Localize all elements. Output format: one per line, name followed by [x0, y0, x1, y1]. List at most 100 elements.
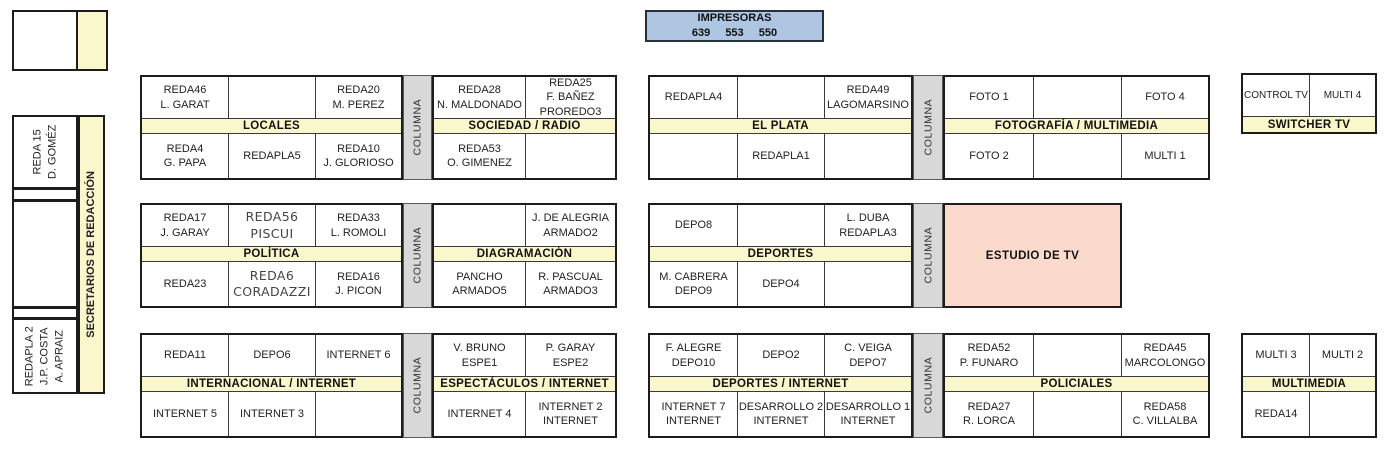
desk-cell: J. DE ALEGRIA ARMADO2: [525, 205, 615, 246]
desk-row: J. DE ALEGRIA ARMADO2: [434, 205, 615, 246]
desk-cell: REDA14: [1254, 407, 1298, 420]
columna-strip-2: COLUMNA: [913, 75, 943, 180]
desk-cell: INTERNET 6: [315, 335, 401, 376]
desk-cell: FOTO 4: [1121, 77, 1208, 118]
desk-row: PANCHO ARMADO5 R. PASCUAL ARMADO3: [434, 262, 615, 306]
desk-reda15-label: REDA 15 D. GOMÉZ: [31, 124, 58, 180]
desk-cell: REDA17 J. GARAY: [160, 212, 210, 239]
desk-cell: P. GARAY ESPE2: [525, 335, 615, 376]
desk-row: REDAPLA1: [650, 134, 911, 178]
desk-cell: MULTI 3: [1255, 349, 1297, 362]
section-band-deportes: DEPORTES: [650, 246, 911, 262]
section-band-internacional-internet: INTERNACIONAL / INTERNET: [142, 376, 401, 392]
desk-row: FOTO 1 FOTO 4: [945, 77, 1208, 118]
section-band-sociedad-radio: SOCIEDAD / RADIO: [434, 118, 615, 134]
columna-label: COLUMNA: [411, 99, 424, 156]
desk-cell: CONTROL TV: [1244, 90, 1308, 101]
desk-cell: REDA6 CORADAZZI: [228, 262, 315, 306]
corner-desk-white: [14, 12, 76, 69]
desk-cell: [737, 205, 824, 246]
desk-cell: INTERNET 7 INTERNET: [661, 400, 726, 427]
desk-cell: FOTO 2: [969, 149, 1009, 162]
desk-cell: [824, 262, 911, 306]
desk-cell: M. CABRERA DEPO9: [659, 270, 728, 297]
desk-cell: DEPO4: [737, 262, 824, 306]
printers-numbers: 639 553 550: [691, 27, 778, 39]
desk-cell: FOTO 1: [969, 91, 1009, 104]
printers-title: IMPRESORAS: [697, 12, 772, 25]
desk-cell: REDAPLA1: [737, 134, 824, 178]
desk-cell: [315, 392, 401, 436]
columna-strip-6: COLUMNA: [913, 333, 943, 438]
desk-cell: [1033, 134, 1121, 178]
desk-row: INTERNET 7 INTERNET DESARROLLO 2 INTERNET…: [650, 392, 911, 436]
left-empty-desk: [12, 200, 78, 308]
desk-cell: [824, 134, 911, 178]
desk-cell: REDA20 M. PEREZ: [315, 77, 401, 118]
desk-cell: L. DUBA REDAPLA3: [824, 205, 911, 246]
desk-cell: INTERNET 2 INTERNET: [525, 392, 615, 436]
section-band-politica: POLÍTICA: [142, 246, 401, 262]
desk-cell: DEPO2: [737, 335, 824, 376]
desk-cell: INTERNET 4: [447, 407, 512, 420]
desk-cell: REDA27 R. LORCA: [963, 400, 1015, 427]
desk-cell: PANCHO ARMADO5: [452, 270, 507, 297]
desk-cell: REDA23: [163, 277, 207, 290]
desk-row: REDA53 O. GIMENEZ: [434, 134, 615, 178]
section-band-locales: LOCALES: [142, 118, 401, 134]
section-band-switcher-tv: SWITCHER TV: [1243, 116, 1375, 132]
desk-cell: R. PASCUAL ARMADO3: [525, 262, 615, 306]
corner-desk-yellow: [76, 12, 106, 69]
desk-redapla2-label: REDAPLA 2 J.P. COSTA A. APRAIZ: [23, 326, 66, 386]
secretarios-label: SECRETARIOS DE REDACCIÓN: [85, 171, 98, 338]
desk-cell: MULTI 2: [1309, 335, 1375, 376]
desk-cell: REDA46 L. GARAT: [160, 84, 210, 111]
desk-cell: F. ALEGRE DEPO10: [665, 342, 722, 369]
columna-strip-4: COLUMNA: [913, 203, 943, 308]
desk-cell: MULTI 4: [1309, 75, 1375, 116]
desk-cell: REDA53 O. GIMENEZ: [447, 142, 512, 169]
desk-cell: INTERNET 5: [153, 407, 217, 420]
desk-cell: [1033, 335, 1121, 376]
desk-cell: [525, 134, 615, 178]
desk-cell: REDA56 PISCUI: [228, 205, 315, 246]
desk-cell: REDA45 MARCOLONGO: [1121, 335, 1208, 376]
desk-cell: DESARROLLO 2 INTERNET: [737, 392, 824, 436]
desk-cell: [737, 77, 824, 118]
desk-reda15: REDA 15 D. GOMÉZ: [12, 115, 78, 189]
section-band-el-plata: EL PLATA: [650, 118, 911, 134]
desk-cell: C. VEIGA DEPO7: [824, 335, 911, 376]
desk-row: REDA46 L. GARAT REDA20 M. PEREZ: [142, 77, 401, 118]
desk-cell: [228, 77, 315, 118]
desk-cell: REDA16 J. PICON: [315, 262, 401, 306]
printers-box: IMPRESORAS 639 553 550: [645, 10, 824, 42]
columna-label: COLUMNA: [411, 227, 424, 284]
desk-cell: V. BRUNO ESPE1: [453, 342, 506, 369]
columna-strip-5: COLUMNA: [403, 333, 432, 438]
section-band-policiales: POLICIALES: [945, 376, 1208, 392]
desk-cell: REDA11: [164, 349, 206, 362]
columna-label: COLUMNA: [921, 227, 934, 284]
estudio-de-tv-label: ESTUDIO DE TV: [985, 249, 1080, 262]
desk-cell: [1309, 392, 1375, 436]
columna-label: COLUMNA: [921, 357, 934, 414]
desk-cell: [1033, 392, 1121, 436]
desk-cell: REDA33 L. ROMOLI: [315, 205, 401, 246]
